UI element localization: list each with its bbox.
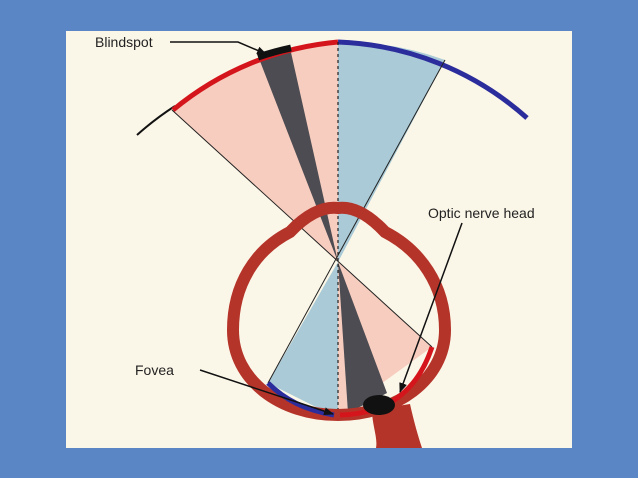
blindspot-label: Blindspot — [95, 34, 153, 50]
fovea-label: Fovea — [135, 362, 174, 378]
eyeball — [226, 201, 452, 422]
field-edge-line-right — [267, 59, 446, 384]
nasal-field-arc — [337, 39, 529, 120]
optic-nerve-head-label: Optic nerve head — [428, 205, 535, 221]
field-boundary-arc — [136, 105, 176, 136]
optic-nerve-head-arrow — [399, 222, 463, 393]
blindspot-arc — [256, 44, 292, 61]
temporal-field-arc — [171, 39, 339, 112]
blindspot-arrow — [170, 41, 267, 55]
fovea-arrow — [199, 369, 334, 415]
optic-nerve-head — [363, 395, 395, 415]
lower-nasal-field — [268, 262, 338, 415]
optic-nerve — [372, 404, 422, 448]
lower-blindspot-cone — [338, 262, 387, 413]
temporal-retina — [339, 346, 435, 418]
